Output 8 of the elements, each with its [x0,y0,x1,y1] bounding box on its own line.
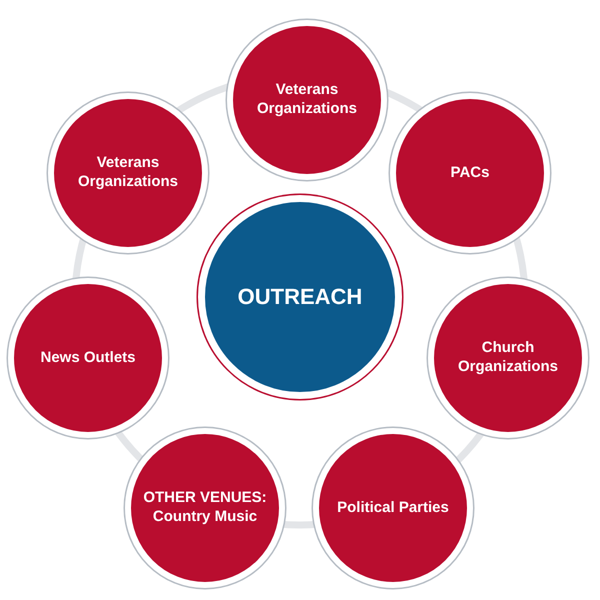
node-label: Church Organizations [456,339,559,377]
node-label: OUTREACH [236,283,364,311]
node-label: Political Parties [336,498,450,518]
node-label: PACs [450,164,490,182]
node-label: Veterans Organizations [256,81,358,119]
node-label: Veterans Organizations [76,154,179,192]
node-label: News Outlets [39,348,137,368]
node-label: OTHER VENUES: Country Music [142,489,268,527]
